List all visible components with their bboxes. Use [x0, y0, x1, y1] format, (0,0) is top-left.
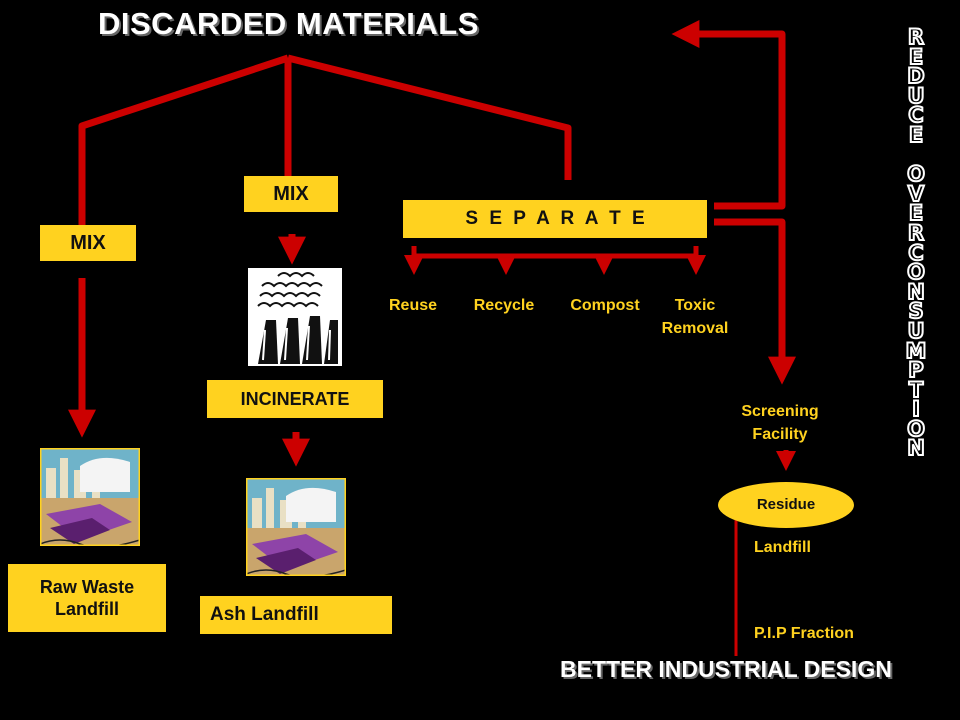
vertical-letter: O	[906, 416, 926, 441]
toxic-removal-label: Toxic Removal	[661, 297, 729, 337]
separate-box: S E P A R A T E	[403, 200, 707, 238]
landfill-bulldozer-icon-center	[246, 478, 346, 576]
vertical-letter: T	[908, 377, 924, 402]
bottom-title: BETTER INDUSTRIAL DESIGN	[560, 656, 892, 682]
compost-label: Compost	[570, 297, 640, 314]
vertical-letter: O	[906, 260, 926, 285]
vertical-letter: N	[906, 279, 926, 304]
screening-facility-label: Screening Facility	[741, 403, 819, 443]
vertical-letter: V	[907, 181, 925, 206]
vertical-letter: I	[911, 397, 921, 422]
vertical-letter: N	[906, 436, 926, 461]
vertical-letter: M	[905, 338, 928, 363]
mix-left-box: MIX	[40, 225, 136, 261]
raw-waste-landfill-box: Raw Waste Landfill	[8, 564, 166, 632]
vertical-letter: R	[907, 220, 925, 245]
landfill-label: Landfill	[754, 539, 811, 556]
mix-center-box: MIX	[244, 176, 338, 212]
vertical-letter: E	[908, 122, 924, 147]
incinerator-smokestacks-icon	[248, 268, 342, 366]
separate-outputs-bracket	[411, 246, 699, 259]
roof-right-line	[287, 54, 572, 180]
pip-fraction-label: P.I.P Fraction	[754, 625, 854, 642]
vertical-letter: E	[908, 201, 924, 226]
incinerate-box: INCINERATE	[207, 380, 383, 418]
vertical-letter: U	[906, 83, 925, 108]
vertical-letter: D	[906, 64, 925, 89]
diagram-title: DISCARDED MATERIALS	[98, 6, 479, 41]
vertical-letter: O	[906, 162, 926, 187]
residue-oval: Residue	[718, 482, 854, 528]
ash-landfill-box: Ash Landfill	[200, 596, 392, 634]
vertical-letter: E	[908, 44, 924, 69]
vertical-letter: U	[906, 318, 925, 343]
vertical-letter: S	[907, 299, 924, 324]
separate-feedback-arrow	[671, 20, 786, 210]
roof-left-line	[78, 54, 290, 226]
vertical-letter: C	[907, 103, 924, 128]
vertical-letter: C	[907, 240, 924, 265]
vertical-letter: P	[907, 358, 924, 383]
reuse-label: Reuse	[388, 297, 438, 314]
recycle-label: Recycle	[473, 297, 535, 314]
landfill-bulldozer-icon-left	[40, 448, 140, 546]
separate-to-screening-arrow	[714, 218, 796, 385]
vertical-letter: R	[907, 25, 925, 49]
